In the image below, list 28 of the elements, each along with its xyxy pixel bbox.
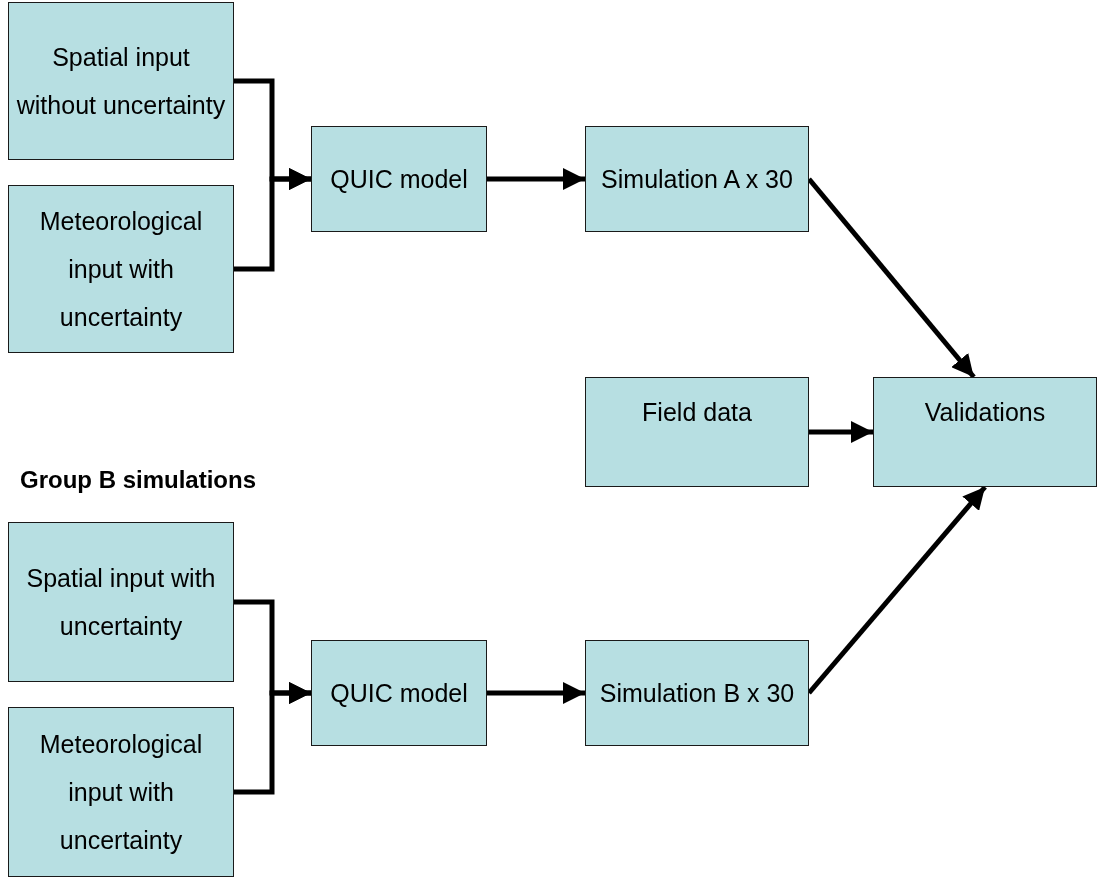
box-label: Spatial input with uncertainty (25, 563, 217, 642)
process-box (585, 377, 809, 487)
box-label: Simulation A x 30 (601, 164, 793, 195)
arrow (487, 168, 585, 190)
box-label: Spatial input without uncertainty (15, 42, 227, 121)
process-box (585, 640, 809, 746)
process-box (873, 377, 1097, 487)
process-box (311, 126, 487, 232)
process-box (8, 185, 234, 353)
box-label: Validations (924, 397, 1046, 428)
arrow (807, 485, 987, 695)
box-label: QUIC model (330, 164, 468, 195)
process-box (585, 126, 809, 232)
arrow (487, 682, 585, 704)
arrow (807, 177, 976, 379)
group-heading: Group B simulations (20, 466, 256, 494)
box-label: Meteorological input with uncertainty (38, 206, 204, 333)
arrow (234, 168, 311, 272)
process-box (8, 707, 234, 877)
process-box (311, 640, 487, 746)
process-box (8, 2, 234, 160)
box-label: Field data (642, 397, 752, 428)
box-label: QUIC model (330, 678, 468, 709)
process-box (8, 522, 234, 682)
box-label: Simulation B x 30 (599, 678, 795, 709)
box-label: Meteorological input with uncertainty (38, 729, 204, 856)
arrow (809, 421, 873, 443)
arrow (234, 682, 311, 795)
